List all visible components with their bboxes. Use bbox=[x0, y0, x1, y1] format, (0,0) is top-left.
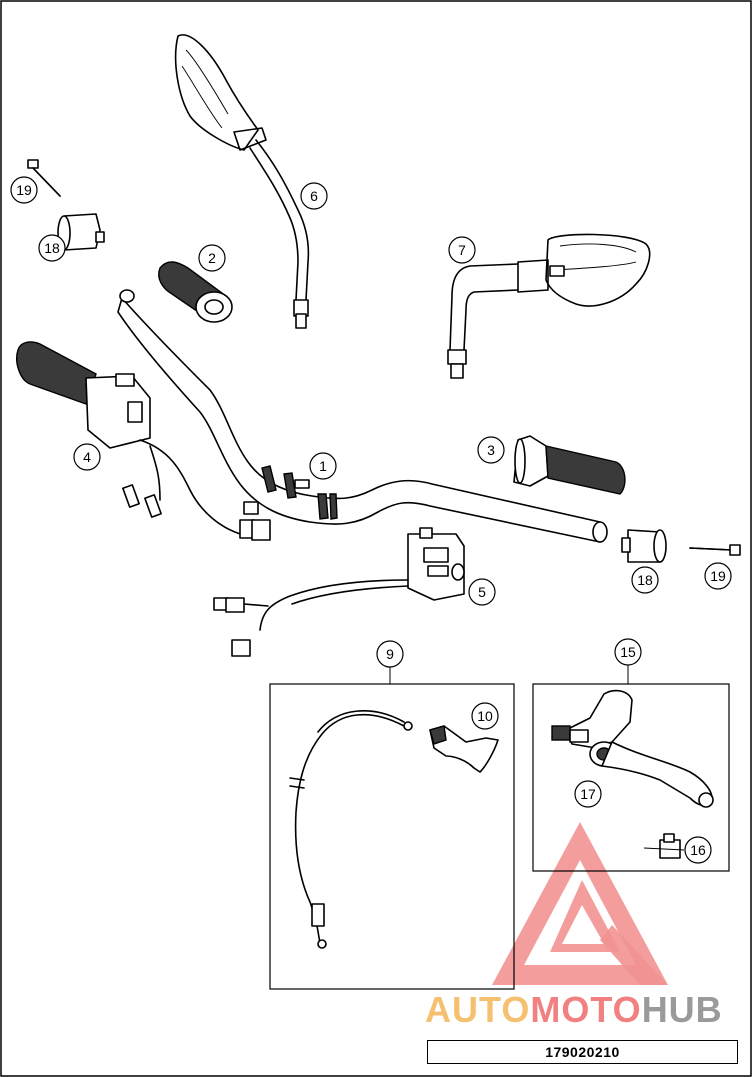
cable-kit-frame bbox=[269, 683, 515, 990]
callout-17: 17 bbox=[574, 780, 602, 808]
callout-18-left: 18 bbox=[38, 234, 66, 262]
callout-5-label: 5 bbox=[478, 584, 486, 600]
watermark-wordmark: AUTOMOTOHUB bbox=[425, 992, 723, 1028]
callout-7: 7 bbox=[448, 236, 476, 264]
callout-1: 1 bbox=[309, 452, 337, 480]
callout-19-right-label: 19 bbox=[710, 568, 726, 584]
callout-3: 3 bbox=[477, 436, 505, 464]
callout-18-right: 18 bbox=[631, 566, 659, 594]
callout-6: 6 bbox=[300, 182, 328, 210]
callout-17-label: 17 bbox=[580, 786, 596, 802]
left-mirror-part bbox=[174, 34, 310, 329]
callout-6-label: 6 bbox=[310, 188, 318, 204]
watermark-moto: MOTO bbox=[530, 989, 642, 1030]
master-cylinder-part bbox=[551, 689, 714, 808]
callout-19-left-label: 19 bbox=[16, 182, 32, 198]
handlebar-part bbox=[117, 289, 608, 543]
callout-3-label: 3 bbox=[487, 442, 495, 458]
callouts: 1 2 3 4 5 6 7 9 10 15 16 17 18 18 19 19 bbox=[10, 176, 732, 864]
callout-1-label: 1 bbox=[319, 458, 327, 474]
callout-15: 15 bbox=[614, 638, 642, 666]
callout-2-label: 2 bbox=[208, 250, 216, 266]
bolt-left-part bbox=[27, 159, 61, 197]
watermark-hub: HUB bbox=[641, 989, 723, 1030]
watermark-logo bbox=[492, 822, 668, 985]
callout-4-label: 4 bbox=[83, 449, 91, 465]
cable-cover-part bbox=[429, 725, 499, 773]
callout-16: 16 bbox=[684, 836, 712, 864]
bar-end-right-part bbox=[621, 529, 667, 563]
drawing-number-box: 179020210 bbox=[427, 1040, 738, 1064]
master-cylinder-frame bbox=[532, 683, 730, 872]
callout-10: 10 bbox=[471, 702, 499, 730]
callout-19-left: 19 bbox=[10, 176, 38, 204]
callout-16-label: 16 bbox=[690, 842, 706, 858]
right-mirror-part bbox=[447, 233, 651, 379]
grip-small-part bbox=[158, 261, 233, 323]
callout-10-label: 10 bbox=[477, 708, 493, 724]
clutch-cable-part bbox=[289, 710, 413, 949]
callout-18-left-label: 18 bbox=[44, 240, 60, 256]
right-grip-part bbox=[513, 435, 626, 495]
bleeder-part bbox=[659, 833, 681, 859]
callout-19-right: 19 bbox=[704, 562, 732, 590]
callout-9: 9 bbox=[376, 640, 404, 668]
callout-5: 5 bbox=[468, 578, 496, 606]
drawing-number: 179020210 bbox=[545, 1044, 620, 1060]
watermark-auto: AUTO bbox=[425, 989, 531, 1030]
callout-7-label: 7 bbox=[458, 242, 466, 258]
callout-15-label: 15 bbox=[620, 644, 636, 660]
left-switch-part bbox=[16, 341, 271, 541]
callout-4: 4 bbox=[73, 443, 101, 471]
bolt-right-part bbox=[689, 544, 741, 556]
callout-9-label: 9 bbox=[386, 646, 394, 662]
leader-lines bbox=[389, 664, 685, 851]
right-switch-part bbox=[213, 527, 465, 657]
callout-2: 2 bbox=[198, 244, 226, 272]
callout-18-right-label: 18 bbox=[637, 572, 653, 588]
